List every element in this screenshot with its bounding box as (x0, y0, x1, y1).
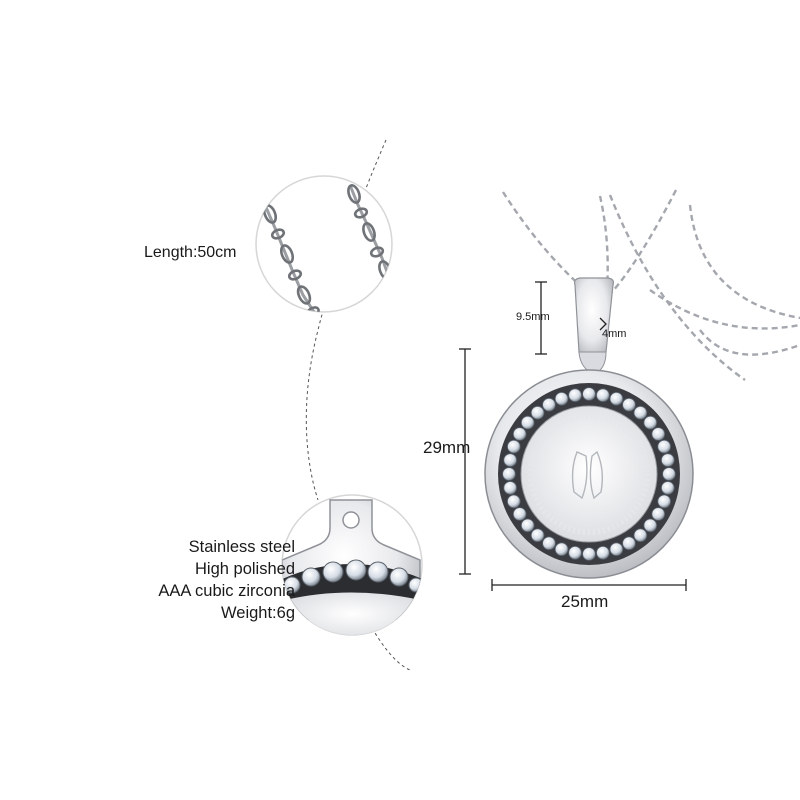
zirconia-stone (530, 405, 545, 420)
zirconia-stone (503, 453, 518, 467)
zirconia-stone (657, 494, 671, 509)
zirconia-stone (651, 427, 666, 441)
bail-width-label: 4mm (602, 328, 627, 340)
zirconia-stone (542, 536, 556, 551)
zirconia-stone (662, 467, 676, 481)
spec-list: Stainless steel High polished AAA cubic … (158, 536, 295, 624)
zirconia-stone (596, 545, 610, 560)
spec-weight: Weight:6g (221, 604, 295, 622)
zirconia-stone (633, 405, 648, 420)
round-pendant (484, 369, 694, 579)
zirconia-stone (643, 518, 658, 533)
necklace-chain (501, 189, 800, 381)
pendant-width-label: 25mm (561, 592, 609, 611)
zirconia-stone (503, 481, 518, 495)
zirconia-stone (542, 397, 556, 412)
spec-material: Stainless steel (188, 538, 295, 556)
zirconia-stone (502, 467, 516, 481)
zirconia-stone (506, 494, 521, 509)
zirconia-stone (582, 547, 596, 561)
zirconia-stone (657, 439, 671, 454)
zirconia-stone (651, 507, 666, 521)
zirconia-stone (596, 388, 610, 403)
zirconia-stone (633, 528, 648, 543)
zirconia-stone (512, 427, 527, 441)
zirconia-stone (520, 415, 535, 430)
pendant-height-label: 29mm (423, 438, 471, 457)
spec-stones: AAA cubic zirconia (158, 582, 295, 600)
spec-finish: High polished (195, 560, 295, 578)
zirconia-stone (530, 528, 545, 543)
zirconia-stone (660, 481, 675, 495)
zirconia-stone (506, 439, 521, 454)
dimension-lines (459, 281, 687, 591)
zirconia-stone (660, 453, 675, 467)
zirconia-stone (622, 397, 636, 412)
zirconia-stone (568, 545, 582, 560)
zirconia-stone (643, 415, 658, 430)
chain-zoom-circle (255, 175, 393, 313)
zirconia-stone (554, 542, 569, 556)
pendant-bail (573, 277, 615, 373)
zirconia-stone (609, 542, 624, 556)
zirconia-stone (568, 388, 582, 403)
zirconia-stone (622, 536, 636, 551)
zirconia-stone (609, 391, 624, 406)
length-label: Length:50cm (144, 244, 237, 261)
bail-height-label: 9.5mm (516, 311, 550, 323)
zirconia-stone (520, 518, 535, 533)
stones-zoom-circle (281, 494, 423, 636)
zirconia-stone (512, 507, 527, 521)
zirconia-stone (554, 391, 569, 406)
zirconia-stone (582, 387, 596, 401)
